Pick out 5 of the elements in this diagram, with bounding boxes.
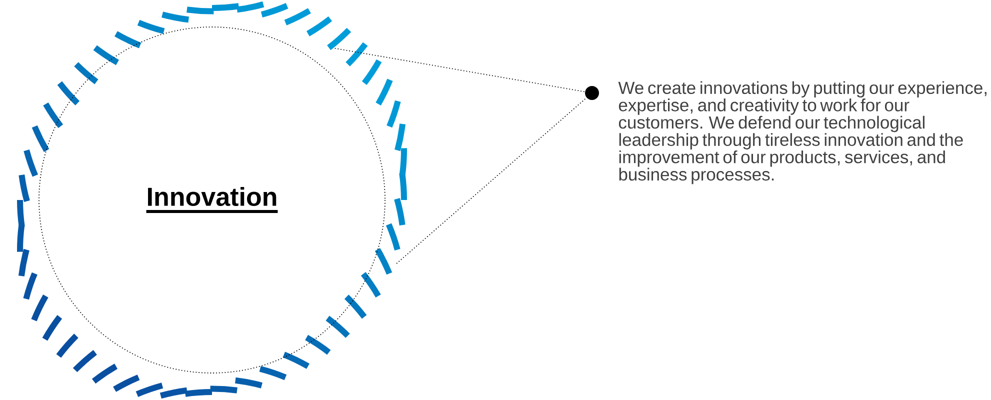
leader-line [396, 97, 588, 264]
paragraph: We create innovations by putting our experience, expertise, and creativity to work for our customers. We defend our technological leadership through tireless innovation and the improvement of our products, services, and business processes. [618, 81, 986, 184]
leader-line [334, 48, 586, 92]
circle-node: Innovation [17, 1, 407, 399]
dot [585, 86, 599, 100]
